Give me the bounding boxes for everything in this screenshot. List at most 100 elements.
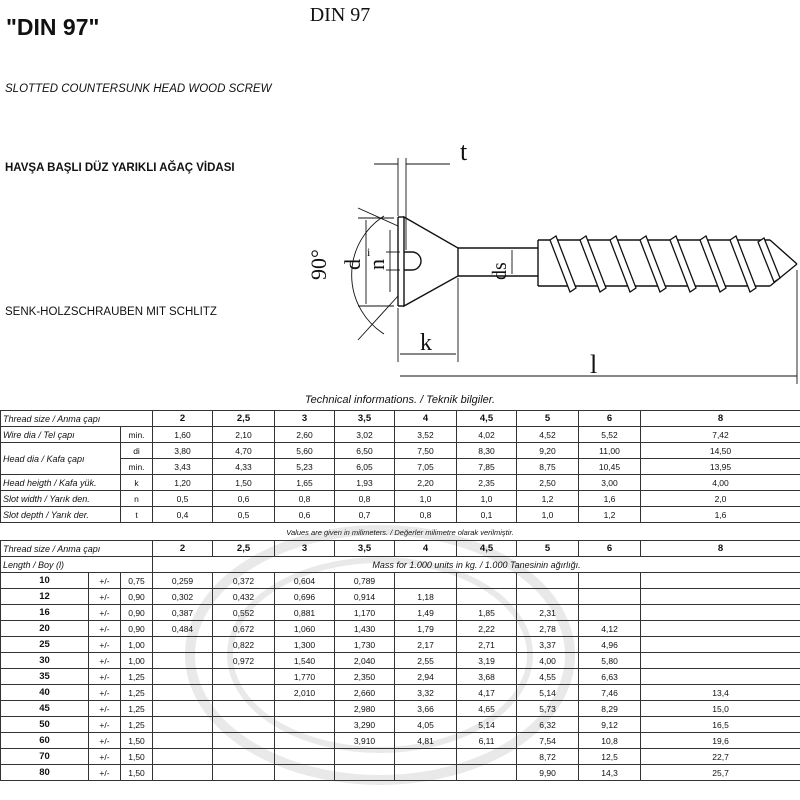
tech-row-label: Head heigth / Kafa yük. <box>0 474 121 491</box>
mass-value-cell: 9,12 <box>578 716 642 733</box>
dim-ds-label: ds <box>489 262 511 280</box>
mass-value-cell: 16,5 <box>640 716 800 733</box>
product-name-en: SLOTTED COUNTERSUNK HEAD WOOD SCREW <box>5 83 272 95</box>
mass-value-cell <box>274 748 336 765</box>
tech-value-cell: 0,5 <box>152 490 213 507</box>
mass-value-cell: 0,259 <box>152 572 214 589</box>
tech-value-cell: 0,5 <box>212 506 275 523</box>
tech-value-cell: 4,00 <box>640 474 800 491</box>
tech-value-cell: 0,8 <box>334 490 395 507</box>
mass-value-cell <box>456 588 518 605</box>
tech-value-cell: 7,05 <box>394 458 457 475</box>
mass-units-note: Mass for 1.000 units in kg. / 1.000 Tane… <box>152 556 800 573</box>
tolerance-sign-cell: +/- <box>88 620 121 637</box>
mass-value-cell: 1,49 <box>394 604 458 621</box>
mass-value-cell <box>152 732 214 749</box>
tech-value-cell: 0,6 <box>274 506 335 523</box>
mass-value-cell <box>152 652 214 669</box>
tolerance-cell: 0,90 <box>119 604 154 621</box>
size-header-cell: 4 <box>394 410 457 427</box>
mass-size-header-cell: 5 <box>516 540 580 557</box>
mass-value-cell <box>456 764 518 781</box>
mass-value-cell <box>274 700 336 717</box>
mass-value-cell: 5,80 <box>578 652 642 669</box>
mass-value-cell: 1,540 <box>274 652 336 669</box>
mass-size-header-cell: 4,5 <box>456 540 518 557</box>
tolerance-cell: 1,50 <box>119 764 154 781</box>
mass-value-cell: 15,0 <box>640 700 800 717</box>
mass-value-cell: 2,980 <box>334 700 396 717</box>
tech-value-cell: 3,43 <box>152 458 213 475</box>
length-cell: 20 <box>0 620 89 637</box>
mass-value-cell <box>578 604 642 621</box>
size-header-cell: 8 <box>640 410 800 427</box>
length-label: Length / Boy (l) <box>0 556 154 573</box>
tolerance-sign-cell: +/- <box>88 668 121 685</box>
mass-value-cell: 5,14 <box>456 716 518 733</box>
tech-value-cell: 2,0 <box>640 490 800 507</box>
tolerance-sign-cell: +/- <box>88 684 121 701</box>
length-cell: 30 <box>0 652 89 669</box>
mass-value-cell <box>274 732 336 749</box>
mass-value-cell: 2,71 <box>456 636 518 653</box>
tolerance-cell: 0,90 <box>119 620 154 637</box>
mass-value-cell: 8,29 <box>578 700 642 717</box>
size-header-cell: 2,5 <box>212 410 275 427</box>
mass-value-cell: 3,66 <box>394 700 458 717</box>
tech-value-cell: 1,6 <box>578 490 641 507</box>
mass-value-cell: 0,696 <box>274 588 336 605</box>
tech-unit-cell: min. <box>120 458 153 475</box>
mass-value-cell: 1,300 <box>274 636 336 653</box>
tech-value-cell: 9,20 <box>516 442 579 459</box>
mass-value-cell: 2,040 <box>334 652 396 669</box>
mass-value-cell <box>152 668 214 685</box>
tech-value-cell: 11,00 <box>578 442 641 459</box>
tech-value-cell: 6,50 <box>334 442 395 459</box>
tolerance-sign-cell: +/- <box>88 700 121 717</box>
mass-size-header-cell: 8 <box>640 540 800 557</box>
standard-heading: DIN 97 <box>309 4 371 26</box>
mass-value-cell: 1,060 <box>274 620 336 637</box>
mass-value-cell: 6,11 <box>456 732 518 749</box>
tolerance-sign-cell: +/- <box>88 732 121 749</box>
mass-value-cell <box>152 684 214 701</box>
mass-value-cell <box>212 700 276 717</box>
mass-value-cell: 0,972 <box>212 652 276 669</box>
mass-value-cell <box>456 572 518 589</box>
tech-value-cell: 2,10 <box>212 426 275 443</box>
mass-value-cell: 2,010 <box>274 684 336 701</box>
tech-value-cell: 1,2 <box>516 490 579 507</box>
tech-value-cell: 0,8 <box>274 490 335 507</box>
mass-value-cell: 13,4 <box>640 684 800 701</box>
mass-value-cell <box>152 748 214 765</box>
dim-l-label: l <box>590 350 597 379</box>
tolerance-sign-cell: +/- <box>88 748 121 765</box>
mass-value-cell: 25,7 <box>640 764 800 781</box>
mass-value-cell: 14,3 <box>578 764 642 781</box>
mass-value-cell: 5,14 <box>516 684 580 701</box>
tech-value-cell: 1,60 <box>152 426 213 443</box>
tech-value-cell: 2,60 <box>274 426 335 443</box>
mass-value-cell: 2,17 <box>394 636 458 653</box>
tech-value-cell: 0,6 <box>212 490 275 507</box>
tolerance-sign-cell: +/- <box>88 764 121 781</box>
tolerance-cell: 1,25 <box>119 668 154 685</box>
tech-value-cell: 1,0 <box>394 490 457 507</box>
mass-value-cell <box>212 764 276 781</box>
mass-value-cell <box>394 748 458 765</box>
mass-value-cell: 1,85 <box>456 604 518 621</box>
tech-unit-cell: k <box>120 474 153 491</box>
tech-value-cell: 4,70 <box>212 442 275 459</box>
mass-value-cell <box>212 748 276 765</box>
mass-size-header-cell: 3 <box>274 540 336 557</box>
mass-value-cell: 0,789 <box>334 572 396 589</box>
